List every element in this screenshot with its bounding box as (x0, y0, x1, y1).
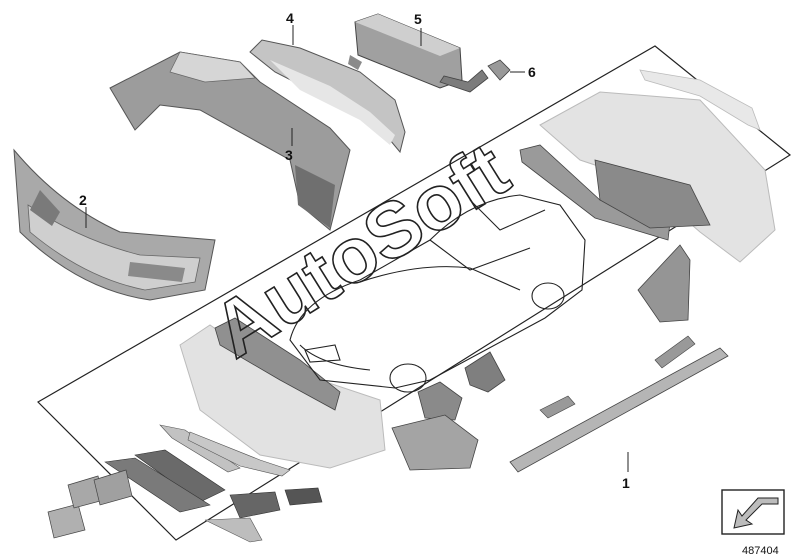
document-number: 487404 (742, 545, 779, 557)
callout-5: 5 (414, 11, 422, 27)
aero-kit-part-1[interactable] (47, 69, 776, 543)
callout-6: 6 (528, 64, 536, 80)
callout-3: 3 (285, 147, 293, 163)
callout-1: 1 (622, 475, 630, 491)
watermark: AutoSoft (197, 125, 523, 374)
emblem-part-6[interactable] (487, 59, 511, 81)
arrow-down-left-icon (733, 497, 779, 529)
rear-diffuser-part-4[interactable] (249, 39, 406, 154)
callout-4: 4 (286, 10, 294, 26)
front-bumper-part-2[interactable] (13, 148, 216, 301)
car-outline (289, 194, 586, 393)
exhaust-silencer-part-5[interactable] (348, 13, 489, 93)
callout-2: 2 (79, 192, 87, 208)
rear-bumper-part-3[interactable] (109, 51, 351, 231)
nav-arrow-button[interactable] (721, 489, 785, 535)
